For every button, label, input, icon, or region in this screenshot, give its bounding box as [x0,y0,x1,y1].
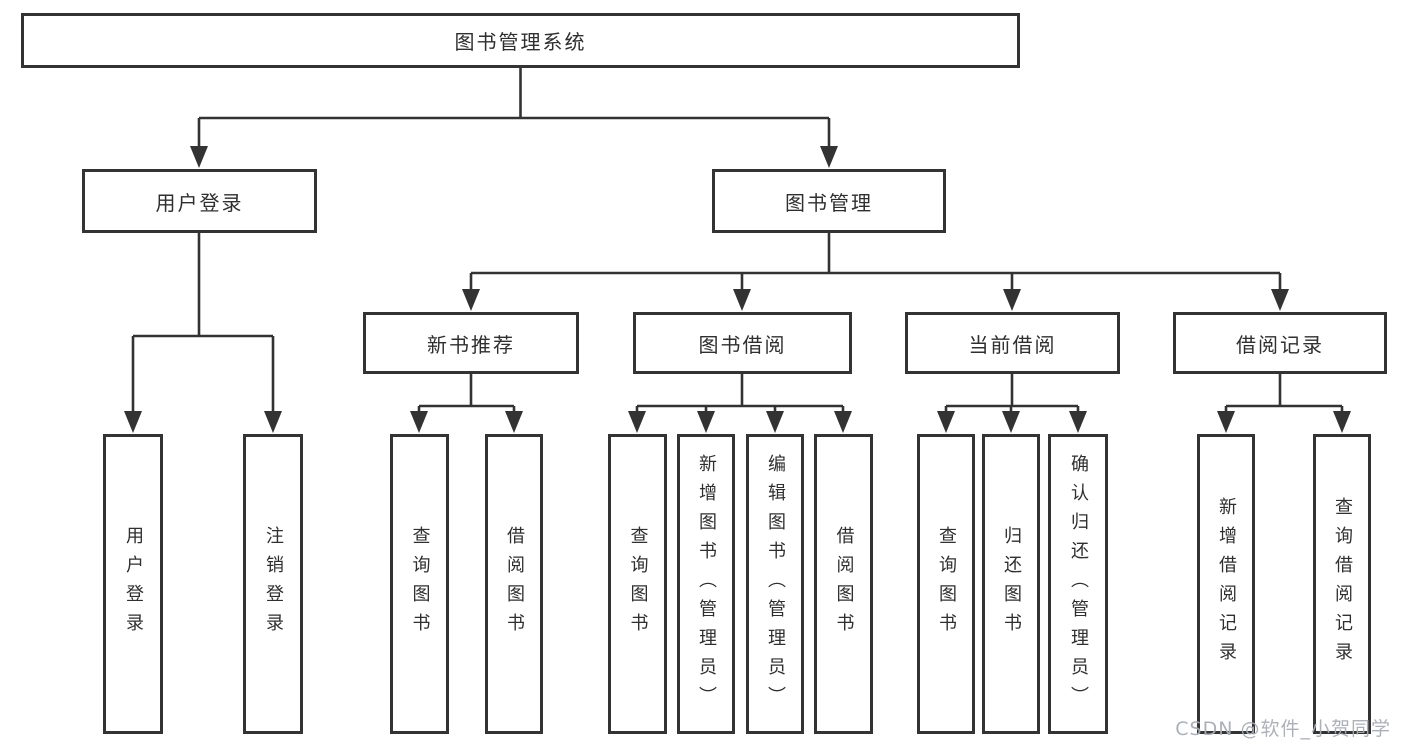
arrow-new-book [462,289,480,311]
node-leaf-user-login: 用户登录 [103,434,163,734]
arrow-logout-leaf [264,411,282,433]
arrow-borrow-record [1271,289,1289,311]
node-leaf-borrow-books-1: 借阅图书 [485,434,543,734]
arrow-borrowrecord-leaf1 [1217,411,1235,433]
node-label: 查询图书 [627,526,649,642]
node-root-library-system: 图书管理系统 [21,13,1020,68]
arrow-borrowrecord-leaf2 [1333,411,1351,433]
node-leaf-add-borrow-record: 新增借阅记录 [1197,434,1255,734]
node-book-management: 图书管理 [712,169,946,233]
arrow-book-management [820,146,838,168]
arrow-login-leaf [124,411,142,433]
node-book-borrow: 图书借阅 [633,312,852,374]
node-label: 注销登录 [263,526,284,642]
node-new-book-recommend: 新书推荐 [363,312,579,374]
node-label: 新书推荐 [427,332,515,357]
node-label: 新增借阅记录 [1216,497,1237,671]
node-label: 新增图书（管理员） [696,453,717,715]
node-label: 借阅图书 [504,526,525,642]
csdn-watermark: CSDN @软件_小贺同学 [1175,718,1391,740]
node-leaf-query-books-3: 查询图书 [917,434,975,734]
node-leaf-query-books-1: 查询图书 [390,434,449,734]
arrow-currentborrow-leaf3 [1069,411,1087,433]
node-label: 图书管理 [785,190,873,215]
arrow-currentborrow-leaf1 [937,411,955,433]
node-label: 查询借阅记录 [1332,497,1353,671]
node-label: 借阅图书 [833,526,855,642]
node-label: 查询图书 [409,526,431,642]
arrow-bookborrow-leaf2 [697,411,715,433]
node-leaf-borrow-books-2: 借阅图书 [814,434,873,734]
node-label: 用户登录 [155,190,244,215]
arrow-newbook-leaf1 [410,411,428,433]
node-current-borrow: 当前借阅 [905,312,1120,374]
arrow-bookborrow-leaf1 [628,411,646,433]
node-label: 编辑图书（管理员） [765,453,786,715]
arrow-current-borrow [1003,289,1021,311]
node-borrow-record: 借阅记录 [1173,312,1387,374]
node-leaf-return-books: 归还图书 [982,434,1040,734]
arrow-currentborrow-leaf2 [1002,411,1020,433]
arrow-book-borrow [733,289,751,311]
node-leaf-confirm-return-admin: 确认归还（管理员） [1048,434,1108,734]
node-label: 确认归还（管理员） [1068,453,1089,715]
node-label: 当前借阅 [968,332,1057,357]
arrow-user-login [190,146,208,168]
arrow-newbook-leaf2 [505,411,523,433]
node-label: 借阅记录 [1236,332,1324,357]
node-user-login: 用户登录 [82,169,317,233]
arrowheads [124,146,1351,433]
node-label: 图书管理系统 [454,30,587,54]
node-label: 查询图书 [936,526,957,642]
node-leaf-query-borrow-record: 查询借阅记录 [1313,434,1371,734]
node-label: 图书借阅 [698,332,787,357]
node-leaf-logout: 注销登录 [243,434,303,734]
node-leaf-edit-book-admin: 编辑图书（管理员） [746,434,804,734]
node-label: 用户登录 [123,526,144,642]
node-label: 归还图书 [1001,526,1022,642]
node-leaf-query-books-2: 查询图书 [608,434,667,734]
arrow-bookborrow-leaf4 [834,411,852,433]
arrow-bookborrow-leaf3 [766,411,784,433]
node-leaf-add-book-admin: 新增图书（管理员） [677,434,735,734]
